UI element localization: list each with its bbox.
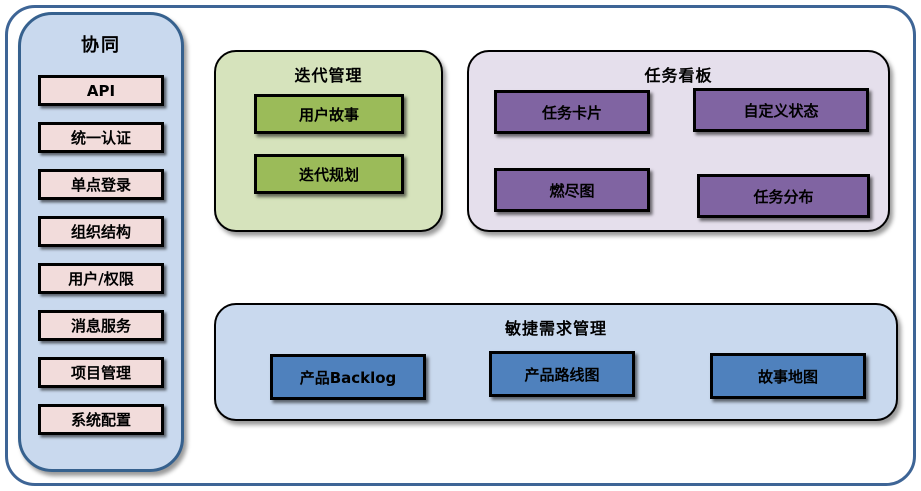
- item-task-card: 任务卡片: [494, 90, 650, 134]
- sidebar-item-project-management: 项目管理: [38, 357, 164, 388]
- sidebar-item-user-permissions: 用户/权限: [38, 263, 164, 294]
- sidebar-item-sso: 单点登录: [38, 169, 164, 200]
- item-user-story: 用户故事: [254, 94, 404, 134]
- sidebar-item-org-structure: 组织结构: [38, 216, 164, 247]
- task-board-title: 任务看板: [644, 66, 713, 85]
- sidebar-item-message-service: 消息服务: [38, 310, 164, 341]
- sidebar-item-system-config: 系统配置: [38, 404, 164, 435]
- agile-requirements-panel: 敏捷需求管理 产品Backlog 产品路线图 故事地图: [214, 303, 898, 421]
- item-product-roadmap: 产品路线图: [489, 351, 635, 397]
- collaboration-panel: 协同 API 统一认证 单点登录 组织结构 用户/权限 消息服务 项目管理 系统…: [18, 12, 184, 472]
- iteration-management-title: 迭代管理: [294, 66, 363, 85]
- item-task-distribution: 任务分布: [697, 174, 870, 218]
- collaboration-item-list: API 统一认证 单点登录 组织结构 用户/权限 消息服务 项目管理 系统配置: [21, 75, 181, 435]
- item-iteration-planning: 迭代规划: [254, 154, 404, 194]
- agile-requirements-title: 敏捷需求管理: [504, 319, 607, 338]
- item-product-backlog: 产品Backlog: [270, 354, 426, 400]
- iteration-management-panel: 迭代管理 用户故事 迭代规划: [214, 50, 443, 232]
- item-story-map: 故事地图: [710, 353, 866, 399]
- collaboration-panel-title: 协同: [81, 35, 121, 56]
- sidebar-item-unified-auth: 统一认证: [38, 122, 164, 153]
- task-board-panel: 任务看板 任务卡片 自定义状态 燃尽图 任务分布: [467, 50, 890, 232]
- item-burndown-chart: 燃尽图: [494, 168, 650, 212]
- item-custom-status: 自定义状态: [693, 88, 869, 132]
- sidebar-item-api: API: [38, 75, 164, 106]
